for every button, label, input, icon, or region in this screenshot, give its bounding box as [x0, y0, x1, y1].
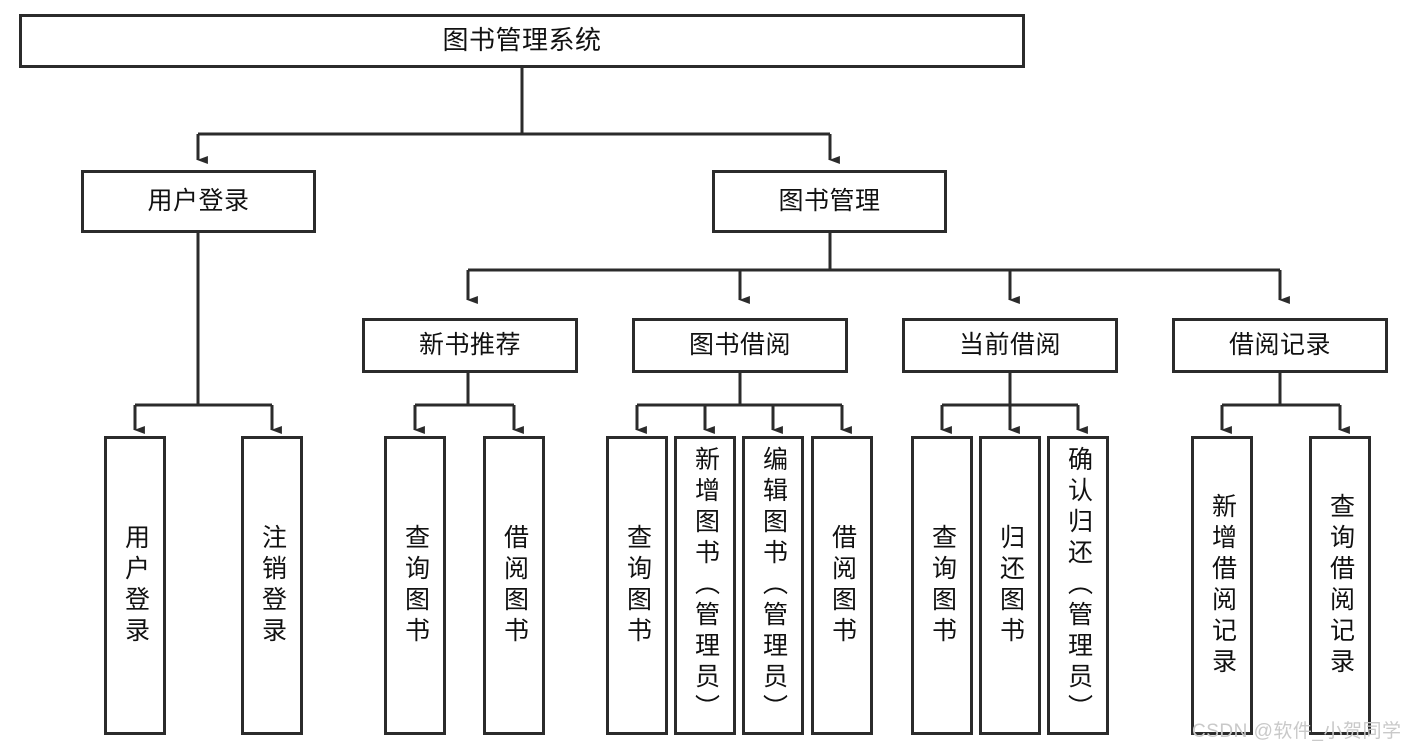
node-new-book-recommend[interactable]: 新书推荐	[362, 318, 578, 373]
node-label: 借阅图书	[500, 523, 529, 648]
node-label: 用户登录	[147, 187, 250, 216]
leaf-query-borrow-record[interactable]: 查询借阅记录	[1309, 436, 1371, 735]
node-label: 图书借阅	[688, 331, 791, 360]
node-current-borrow[interactable]: 当前借阅	[902, 318, 1118, 373]
node-borrow-record[interactable]: 借阅记录	[1172, 318, 1388, 373]
leaf-user-login[interactable]: 用户登录	[104, 436, 166, 735]
node-user-login[interactable]: 用户登录	[81, 170, 316, 233]
leaf-query-book-current[interactable]: 查询图书	[911, 436, 973, 735]
leaf-return-book[interactable]: 归还图书	[979, 436, 1041, 735]
node-label: 借阅记录	[1228, 331, 1331, 360]
node-label: 查询借阅记录	[1326, 492, 1355, 679]
node-label: 新增借阅记录	[1208, 492, 1237, 679]
leaf-logout-login[interactable]: 注销登录	[241, 436, 303, 735]
node-label: 归还图书	[996, 523, 1025, 648]
node-label: 新书推荐	[418, 331, 521, 360]
leaf-query-book-borrow[interactable]: 查询图书	[606, 436, 668, 735]
node-book-borrow[interactable]: 图书借阅	[632, 318, 848, 373]
leaf-confirm-return-admin[interactable]: 确认归还（管理员）	[1047, 436, 1109, 735]
node-label: 当前借阅	[958, 331, 1061, 360]
node-label: 注销登录	[258, 523, 287, 648]
node-label: 查询图书	[401, 523, 430, 648]
node-label: 编辑图书（管理员）	[759, 446, 788, 725]
node-label: 查询图书	[623, 523, 652, 648]
node-label: 查询图书	[928, 523, 957, 648]
leaf-add-borrow-record[interactable]: 新增借阅记录	[1191, 436, 1253, 735]
leaf-borrow-book-new-recommend[interactable]: 借阅图书	[483, 436, 545, 735]
node-book-management[interactable]: 图书管理	[712, 170, 947, 233]
leaf-borrow-book[interactable]: 借阅图书	[811, 436, 873, 735]
node-label: 借阅图书	[828, 523, 857, 648]
leaf-query-book-new-recommend[interactable]: 查询图书	[384, 436, 446, 735]
node-label: 图书管理	[778, 187, 881, 216]
node-label: 新增图书（管理员）	[691, 446, 720, 725]
node-label: 用户登录	[121, 523, 150, 648]
csdn-watermark: CSDN @软件_小贺同学	[1192, 721, 1402, 742]
node-root-book-management-system[interactable]: 图书管理系统	[19, 14, 1025, 68]
leaf-add-book-admin[interactable]: 新增图书（管理员）	[674, 436, 736, 735]
node-label: 确认归还（管理员）	[1064, 446, 1093, 725]
leaf-edit-book-admin[interactable]: 编辑图书（管理员）	[742, 436, 804, 735]
node-label: 图书管理系统	[442, 25, 602, 56]
